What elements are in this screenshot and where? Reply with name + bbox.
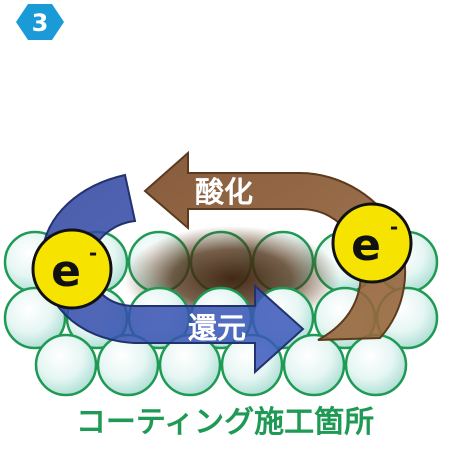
reduction-label: 還元 xyxy=(188,311,246,345)
electron-left: e - xyxy=(31,228,113,310)
electron-left-sign: - xyxy=(89,241,97,265)
electron-right-sign: - xyxy=(390,215,398,239)
electron-left-symbol: e xyxy=(51,246,81,297)
oxidation-label: 酸化 xyxy=(195,175,253,209)
step-badge: 3 xyxy=(16,4,64,40)
electron-right-circle xyxy=(331,202,413,284)
step-badge-hexagon xyxy=(16,4,64,40)
coating-particle xyxy=(282,333,346,397)
electron-left-circle xyxy=(31,228,113,310)
caption: コーティング施工箇所 xyxy=(76,405,374,440)
step-number: 3 xyxy=(32,9,49,37)
electron-right: e - xyxy=(331,202,413,284)
electron-right-symbol: e xyxy=(351,220,381,271)
coating-particle xyxy=(344,333,408,397)
coating-particle xyxy=(34,333,98,397)
